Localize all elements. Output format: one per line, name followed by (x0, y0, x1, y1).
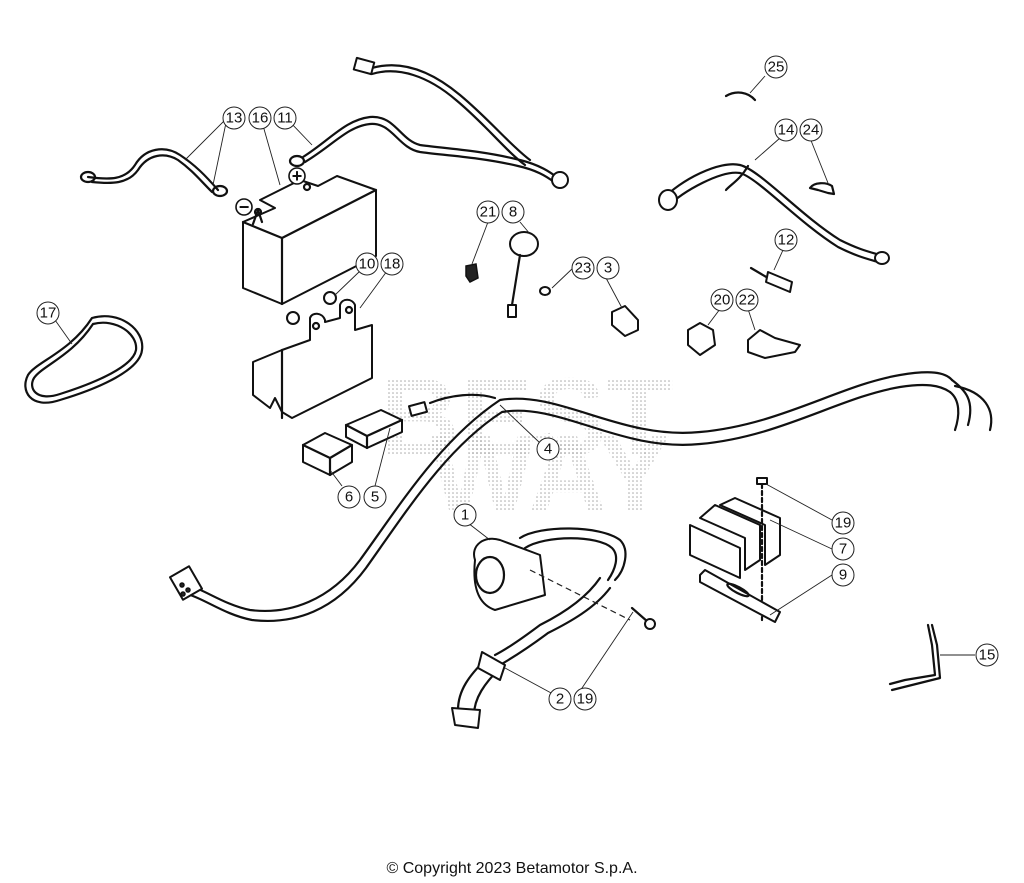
callout-label: 6 (345, 489, 353, 506)
negative-battery-cable (79, 148, 229, 198)
callout-14[interactable]: 14 (774, 118, 798, 142)
callout-label: 13 (226, 110, 243, 127)
callout-label: 17 (40, 305, 57, 322)
callout-7[interactable]: 7 (831, 537, 855, 561)
callout-6[interactable]: 6 (337, 485, 361, 509)
negative-sign-text: − (239, 197, 250, 217)
metal-bracket (888, 623, 942, 692)
callout-11[interactable]: 11 (273, 106, 297, 130)
battery-holder (252, 291, 373, 420)
ignition-coil (473, 527, 631, 667)
callout-label: 19 (577, 691, 594, 708)
positive-sign-text: + (292, 166, 303, 186)
callout-23[interactable]: 23 (571, 256, 595, 280)
callout-9[interactable]: 9 (831, 563, 855, 587)
callout-3[interactable]: 3 (596, 256, 620, 280)
watermark: BEST WAY (380, 356, 673, 536)
watermark-line-1: BEST (380, 356, 673, 479)
callout-19-coil[interactable]: 19 (573, 687, 597, 711)
callout-label: 1 (461, 507, 469, 524)
small-components (465, 231, 639, 337)
callouts: 1 2 3 4 5 6 7 8 9 10 11 12 13 14 15 16 1… (36, 55, 999, 711)
voltage-regulator (689, 477, 781, 623)
callout-label: 18 (384, 256, 401, 273)
spark-plug-cap (451, 651, 506, 729)
copyright-notice: © Copyright 2023 Betamotor S.p.A. (386, 860, 638, 877)
callout-label: 16 (252, 110, 269, 127)
callout-19-regulator[interactable]: 19 (831, 511, 855, 535)
callout-label: 8 (509, 204, 517, 221)
positive-terminal-sign (288, 167, 306, 185)
callout-label: 20 (714, 292, 731, 309)
callout-25[interactable]: 25 (764, 55, 788, 79)
callout-5[interactable]: 5 (363, 485, 387, 509)
callout-15[interactable]: 15 (975, 643, 999, 667)
callout-8[interactable]: 8 (501, 200, 525, 224)
callout-label: 7 (839, 541, 847, 558)
callout-17[interactable]: 17 (36, 301, 60, 325)
callout-1[interactable]: 1 (453, 503, 477, 527)
callout-24[interactable]: 24 (799, 118, 823, 142)
callout-20[interactable]: 20 (710, 288, 734, 312)
callout-10[interactable]: 10 (355, 252, 379, 276)
positive-battery-cable (288, 56, 569, 189)
callout-label: 21 (480, 204, 497, 221)
rubber-strap (24, 315, 144, 404)
callout-18[interactable]: 18 (380, 252, 404, 276)
callout-label: 5 (371, 489, 379, 506)
battery: − + (235, 166, 378, 306)
callout-21[interactable]: 21 (476, 200, 500, 224)
callout-label: 2 (556, 691, 564, 708)
main-wiring-harness (168, 371, 993, 622)
callout-label: 11 (277, 110, 293, 127)
callout-label: 14 (778, 122, 795, 139)
callout-22[interactable]: 22 (735, 288, 759, 312)
callout-label: 23 (575, 260, 592, 277)
callout-label: 12 (778, 232, 795, 249)
leader-lines (54, 75, 975, 695)
callout-label: 22 (739, 292, 756, 309)
coil-bolt (630, 606, 656, 630)
callout-label: 19 (835, 515, 852, 532)
relay-and-fuse-box (301, 401, 429, 477)
callout-label: 15 (979, 647, 996, 664)
callout-13[interactable]: 13 (222, 106, 246, 130)
callout-label: 4 (544, 441, 552, 458)
callout-label: 24 (803, 122, 820, 139)
right-components (658, 91, 890, 359)
negative-terminal-sign (235, 198, 253, 216)
callout-2[interactable]: 2 (548, 687, 572, 711)
callout-label: 3 (604, 260, 612, 277)
callout-label: 10 (359, 256, 376, 273)
callout-16[interactable]: 16 (248, 106, 272, 130)
callout-label: 9 (839, 567, 847, 584)
callout-label: 25 (768, 59, 785, 76)
callout-12[interactable]: 12 (774, 228, 798, 252)
callout-4[interactable]: 4 (536, 437, 560, 461)
